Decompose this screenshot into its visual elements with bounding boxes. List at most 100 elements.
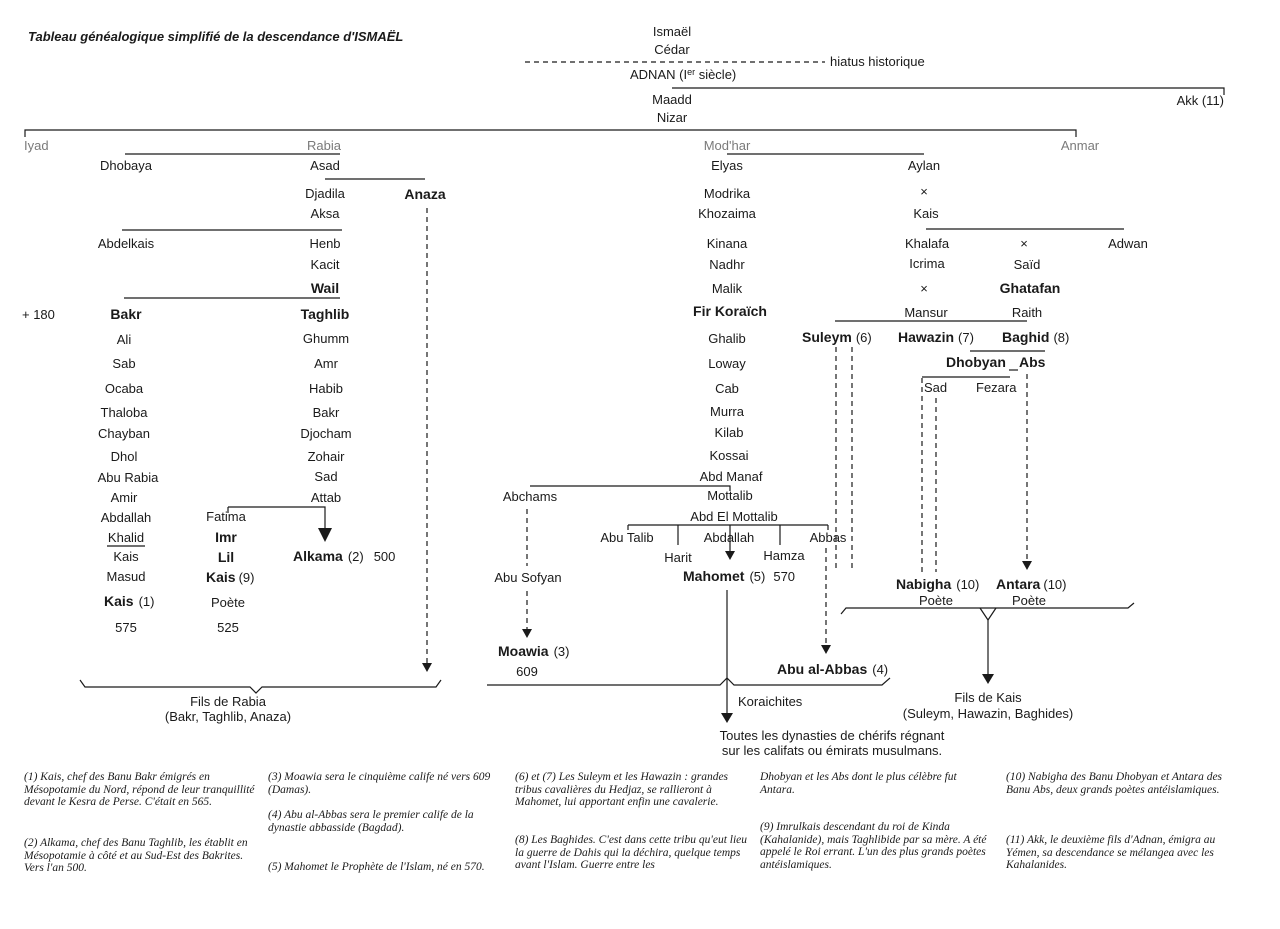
- node-abdallah: Abdallah: [704, 530, 755, 545]
- node-wail: Wail: [311, 280, 339, 296]
- taghlib-desc: Attab: [311, 490, 341, 505]
- date-575: 575: [115, 620, 137, 635]
- node-said: Saïd: [1014, 257, 1041, 272]
- rabia-bracket: [79, 679, 442, 694]
- modhar-desc: Modrika: [704, 186, 751, 201]
- node-fezara: Fezara: [976, 380, 1017, 395]
- footnote-10: (10) Nabigha des Banu Dhobyan et Antara …: [1006, 771, 1223, 796]
- genealogy-tree: Tableau généalogique simplifié de la des…: [22, 24, 1225, 758]
- node-abu-al-abbas: Abu al-Abbas(4): [777, 661, 888, 677]
- node-asad: Asad: [310, 158, 340, 173]
- branch-rabia: Rabia: [307, 138, 342, 153]
- taghlib-desc: Bakr: [313, 405, 340, 420]
- taghlib-desc: Amr: [314, 356, 339, 371]
- bakr-desc: Dhol: [111, 449, 138, 464]
- bakr-descendants: Ali Sab Ocaba Thaloba Chayban Dhol Abu R…: [98, 332, 159, 584]
- label-dynasties-1: Toutes les dynasties de chérifs régnant: [720, 728, 945, 743]
- label-poete-antara: Poète: [1012, 593, 1046, 608]
- modhar-desc: Abd El Mottalib: [690, 509, 777, 524]
- modhar-desc: Murra: [710, 404, 745, 419]
- footnote-5: (5) Mahomet le Prophète de l'Islam, né e…: [268, 861, 485, 873]
- node-abdelkais: Abdelkais: [98, 236, 155, 251]
- footnote-8-cont: Dhobyan et les Abs dont le plus célèbre …: [760, 771, 957, 796]
- node-fir-koraich: Fir Koraïch: [693, 303, 767, 319]
- branch-anmar: Anmar: [1061, 138, 1100, 153]
- node-sad: Sad: [924, 380, 947, 395]
- footnote-6-7: (6) et (7) Les Suleym et les Hawazin : g…: [515, 771, 729, 808]
- footnote-3: (3) Moawia sera le cinquième calife né v…: [268, 771, 491, 796]
- taghlib-desc: Djocham: [300, 426, 351, 441]
- node-abbas: Abbas: [810, 530, 847, 545]
- node-akk: Akk (11): [1177, 93, 1224, 108]
- footnote-4: (4) Abu al-Abbas sera le premier calife …: [268, 809, 474, 834]
- modhar-desc: Mottalib: [707, 488, 753, 503]
- bakr-desc: Abdallah: [101, 510, 152, 525]
- node-anaza: Anaza: [404, 186, 445, 202]
- alkama-arrowhead: [318, 528, 332, 542]
- node-hamza: Hamza: [763, 548, 805, 563]
- taghlib-desc: Sad: [314, 469, 337, 484]
- moawia-arrowhead: [522, 629, 532, 638]
- node-taghlib: Taghlib: [301, 306, 350, 322]
- taghlib-desc: Zohair: [308, 449, 346, 464]
- node-suleym: Suleym(6): [802, 329, 872, 345]
- node-alkama: Alkama(2)500: [293, 548, 395, 564]
- cross-mark: ×: [920, 281, 928, 296]
- bakr-desc: Ocaba: [105, 381, 144, 396]
- modhar-desc: Kinana: [707, 236, 748, 251]
- hiatus-label: hiatus historique: [830, 54, 925, 69]
- bakr-desc: Abu Rabia: [98, 470, 159, 485]
- node-mahomet: Mahomet(5)570: [683, 568, 795, 584]
- node-aylan: Aylan: [908, 158, 940, 173]
- bakr-desc: Amir: [111, 490, 138, 505]
- node-harit: Harit: [664, 550, 692, 565]
- modhar-desc: Kossai: [709, 448, 748, 463]
- node-kacit: Kacit: [311, 257, 340, 272]
- node-abs: Abs: [1019, 354, 1046, 370]
- label-koraichites: Koraichites: [738, 694, 803, 709]
- node-mansur: Mansur: [904, 305, 948, 320]
- node-aksa: Aksa: [311, 206, 341, 221]
- node-nabigha: Nabigha(10): [896, 576, 979, 592]
- kais-bracket-point: [979, 607, 997, 622]
- modhar-bracket: [487, 677, 891, 686]
- abd-manaf-line: [530, 485, 731, 491]
- taghlib-descendants: Ghumm Amr Habib Bakr Djocham Zohair Sad …: [300, 331, 351, 505]
- bakr-desc: Thaloba: [101, 405, 149, 420]
- label-fils-rabia-detail: (Bakr, Taghlib, Anaza): [165, 709, 291, 724]
- node-kais-9: Kais(9): [206, 569, 254, 585]
- node-lil: Lil: [218, 549, 234, 565]
- node-baghid: Baghid(8): [1002, 329, 1069, 345]
- node-abchams: Abchams: [503, 489, 558, 504]
- node-adnan: ADNAN (Ier siècle): [630, 67, 736, 82]
- abbas-arrowhead: [821, 645, 831, 654]
- modhar-desc: Nadhr: [709, 257, 745, 272]
- node-ismael: Ismaël: [653, 24, 691, 39]
- node-moawia: Moawia(3): [498, 643, 569, 659]
- node-maadd: Maadd: [652, 92, 692, 107]
- modhar-desc: Loway: [708, 356, 746, 371]
- attab-line: [228, 506, 326, 529]
- node-imr: Imr: [215, 529, 237, 545]
- label-plus-180: + 180: [22, 307, 55, 322]
- taghlib-desc: Ghumm: [303, 331, 349, 346]
- cross-mark: ×: [1020, 236, 1028, 251]
- label-fils-kais-detail: (Suleym, Hawazin, Baghides): [903, 706, 1074, 721]
- node-raith: Raith: [1012, 305, 1042, 320]
- modhar-desc: Malik: [712, 281, 743, 296]
- node-hawazin: Hawazin(7): [898, 329, 974, 345]
- node-khalafa: Khalafa: [905, 236, 950, 251]
- node-nizar: Nizar: [657, 110, 688, 125]
- node-dhobaya: Dhobaya: [100, 158, 153, 173]
- kais-bracket: [840, 602, 1135, 615]
- date-525: 525: [217, 620, 239, 635]
- fils-kais-arrowhead: [982, 674, 994, 684]
- footnote-2: (2) Alkama, chef des Banu Taghlib, les é…: [24, 837, 248, 874]
- node-henb: Henb: [309, 236, 340, 251]
- label-fils-kais: Fils de Kais: [954, 690, 1022, 705]
- node-abu-sofyan: Abu Sofyan: [494, 570, 561, 585]
- abdallah-arrowhead: [725, 551, 735, 560]
- modhar-desc: Abd Manaf: [700, 469, 763, 484]
- bakr-desc: Khalid: [108, 530, 144, 545]
- bakr-desc: Sab: [112, 356, 135, 371]
